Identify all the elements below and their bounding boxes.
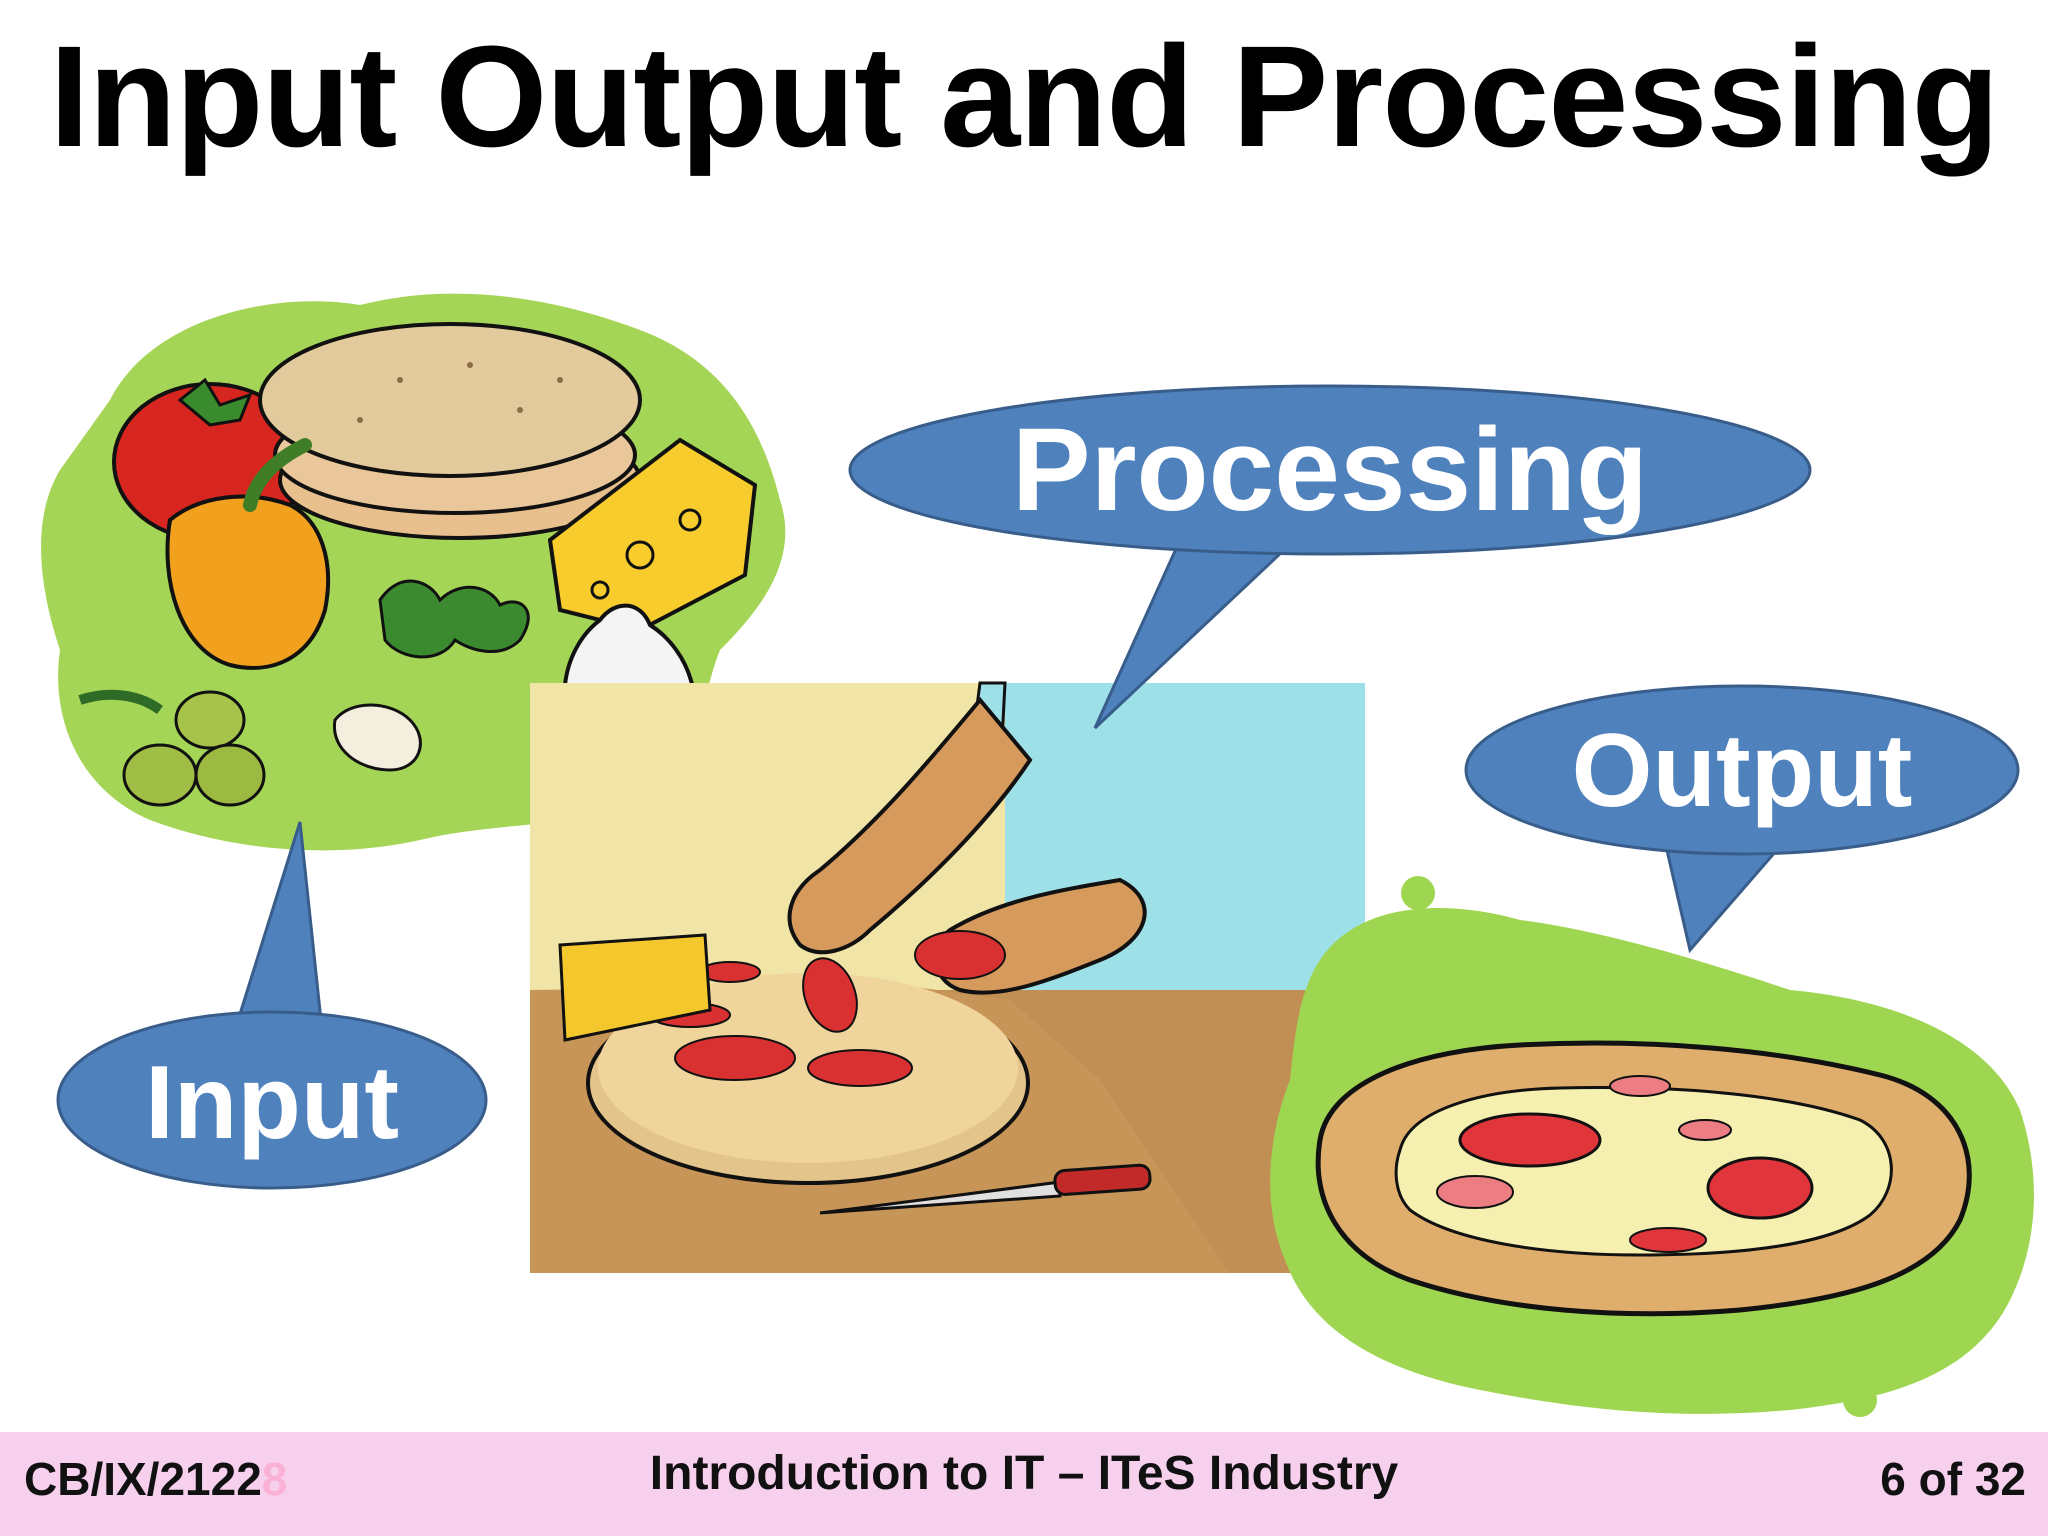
input-bubble: Input <box>56 821 488 1190</box>
footer-course-title: Introduction to IT – ITeS Industry <box>649 1447 1399 1500</box>
slide-footer: CB/IX/21228 Introduction to IT – ITeS In… <box>0 1432 2048 1536</box>
processing-bubble: Processing <box>848 384 1812 730</box>
input-label: Input <box>145 1045 399 1161</box>
footer-code-text: CB/IX/2122 <box>24 1453 262 1505</box>
tomato-slice <box>674 1035 796 1081</box>
olive <box>174 690 246 750</box>
processing-label: Processing <box>1012 404 1648 536</box>
parsley <box>378 579 530 659</box>
slide-title: Input Output and Processing <box>49 16 2000 177</box>
tomato-leaf <box>177 377 253 427</box>
output-bubble-body <box>1464 684 2020 856</box>
bread-stack-top <box>258 322 642 478</box>
pizza-sausage <box>1436 1175 1514 1209</box>
input-bubble-tail <box>232 821 324 1032</box>
pizza-illustration <box>1270 876 2034 1417</box>
output-bubble: Output <box>1464 684 2020 954</box>
footer-code: CB/IX/21228 <box>24 1452 287 1506</box>
cheese-block <box>558 933 712 1042</box>
cooking-scene-illustration <box>530 681 1365 1273</box>
pizza-tomato <box>1458 1112 1602 1168</box>
left-arm <box>787 696 1033 955</box>
illustration: Processing Output Input <box>41 293 2034 1417</box>
input-bubble-body <box>56 1010 488 1190</box>
footer-code-faint: 8 <box>261 1453 288 1505</box>
processing-bubble-body <box>848 384 1812 556</box>
output-label: Output <box>1572 713 1913 829</box>
garlic-clove <box>333 703 422 772</box>
footer-page-number: 6 of 32 <box>1880 1453 2026 1505</box>
